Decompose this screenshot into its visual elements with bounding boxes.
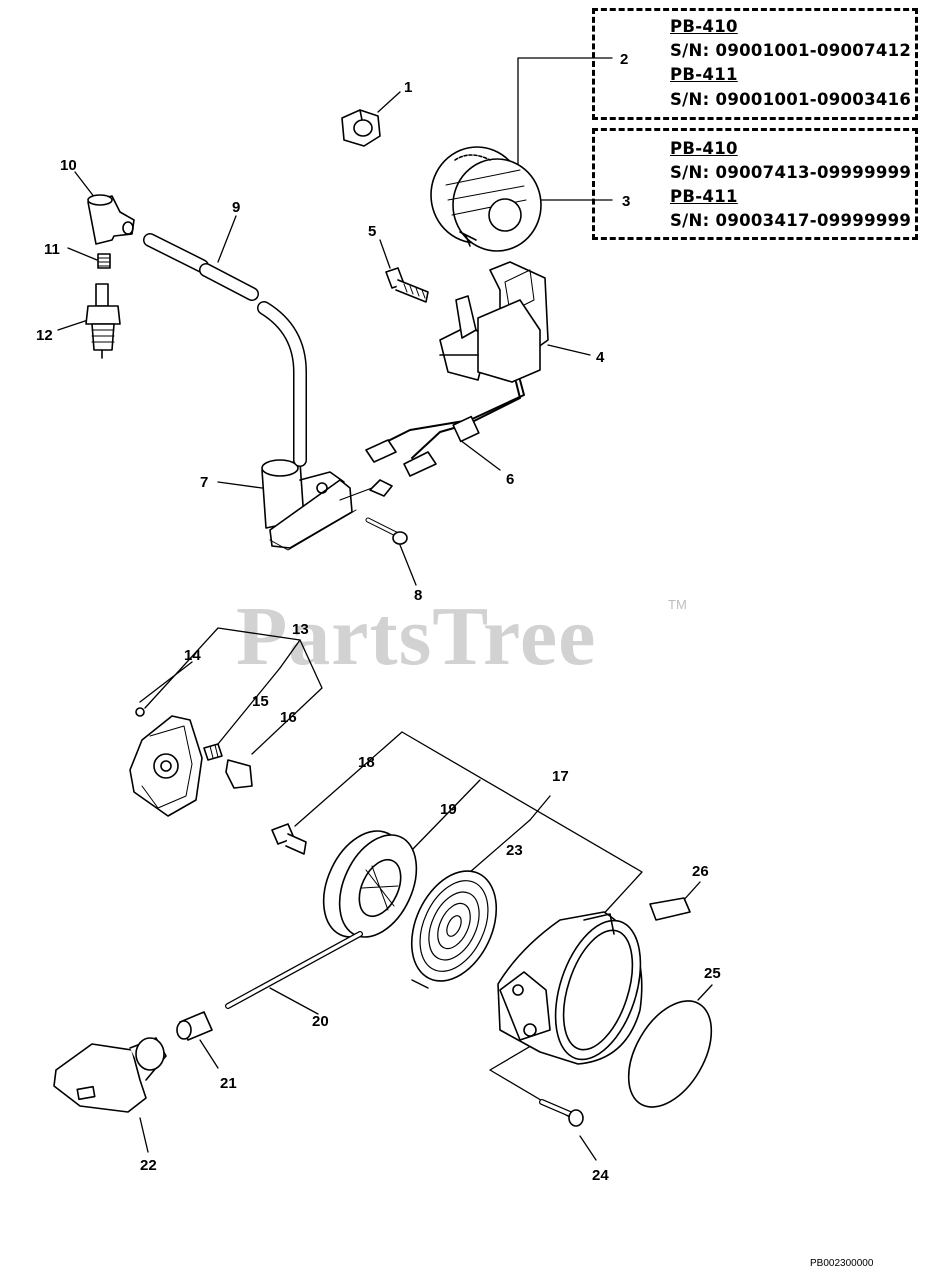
part-12-spark-plug xyxy=(85,283,121,359)
part-11-spring xyxy=(97,253,111,269)
callout-9: 9 xyxy=(232,199,240,216)
callout-8: 8 xyxy=(414,587,422,604)
callout-16: 16 xyxy=(280,709,297,726)
part-10-plug-cap xyxy=(87,194,135,245)
callout-21: 21 xyxy=(220,1075,237,1092)
callout-20: 20 xyxy=(312,1013,329,1030)
callout-12: 12 xyxy=(36,327,53,344)
serial-range: S/N: 09001001-09007412 xyxy=(670,41,912,60)
part-9-lead-wire xyxy=(143,233,307,467)
callout-11: 11 xyxy=(44,241,60,258)
callout-13: 13 xyxy=(292,621,309,638)
callout-24: 24 xyxy=(592,1167,609,1184)
serial-box-2: PB-410 S/N: 09007413-09999999 PB-411 S/N… xyxy=(592,128,918,240)
part-2-3-flywheel xyxy=(430,146,542,252)
callout-23: 23 xyxy=(506,842,523,859)
part-1-nut xyxy=(341,109,381,147)
model-pb411-label: PB-411 xyxy=(670,65,738,84)
callout-14: 14 xyxy=(184,647,201,664)
part-17-starter-case xyxy=(497,911,643,1065)
part-19-reel xyxy=(322,830,418,938)
callout-numbers: 1 2 3 4 5 6 7 8 9 10 11 12 13 14 15 16 1… xyxy=(36,51,721,1184)
model-pb410-label: PB-410 xyxy=(670,139,738,158)
watermark-tm: TM xyxy=(668,597,687,612)
model-pb411-label: PB-411 xyxy=(670,187,738,206)
part-22-handle xyxy=(53,1037,167,1113)
watermark: PartsTree xyxy=(236,590,597,683)
part-13-pawl-assembly xyxy=(129,707,253,817)
part-6-wire-harness xyxy=(365,379,525,477)
callout-3: 3 xyxy=(622,193,630,210)
callout-2: 2 xyxy=(620,51,628,68)
part-24-screw xyxy=(539,1099,584,1127)
part-7-ignition-coil xyxy=(261,459,393,551)
part-8-screw xyxy=(365,517,408,545)
part-21-bushing xyxy=(176,1011,213,1041)
part-25-cover-disc xyxy=(627,1000,713,1108)
callout-25: 25 xyxy=(704,965,721,982)
callout-15: 15 xyxy=(252,693,269,710)
part-5-bolt xyxy=(385,267,429,303)
callout-6: 6 xyxy=(506,471,514,488)
callout-19: 19 xyxy=(440,801,457,818)
part-26-label xyxy=(649,897,691,921)
callout-5: 5 xyxy=(368,223,376,240)
callout-1: 1 xyxy=(404,79,412,96)
callout-22: 22 xyxy=(140,1157,157,1174)
model-pb410-label: PB-410 xyxy=(670,17,738,36)
serial-box-1: PB-410 S/N: 09001001-09007412 PB-411 S/N… xyxy=(592,8,918,120)
part-20-starter-rope xyxy=(225,931,363,1009)
leader-lines xyxy=(57,57,713,1161)
serial-range: S/N: 09001001-09003416 xyxy=(670,90,912,109)
part-18-bolt xyxy=(271,823,307,855)
serial-range: S/N: 09003417-09999999 xyxy=(670,211,912,230)
part-23-recoil-spring xyxy=(410,870,498,989)
callout-26: 26 xyxy=(692,863,709,880)
callout-17: 17 xyxy=(552,768,569,785)
callout-10: 10 xyxy=(60,157,77,174)
part-4-ignition-module xyxy=(439,261,549,383)
callout-7: 7 xyxy=(200,474,208,491)
callout-4: 4 xyxy=(596,349,605,366)
document-id: PB002300000 xyxy=(810,1258,874,1269)
callout-18: 18 xyxy=(358,754,375,771)
serial-range: S/N: 09007413-09999999 xyxy=(670,163,912,182)
